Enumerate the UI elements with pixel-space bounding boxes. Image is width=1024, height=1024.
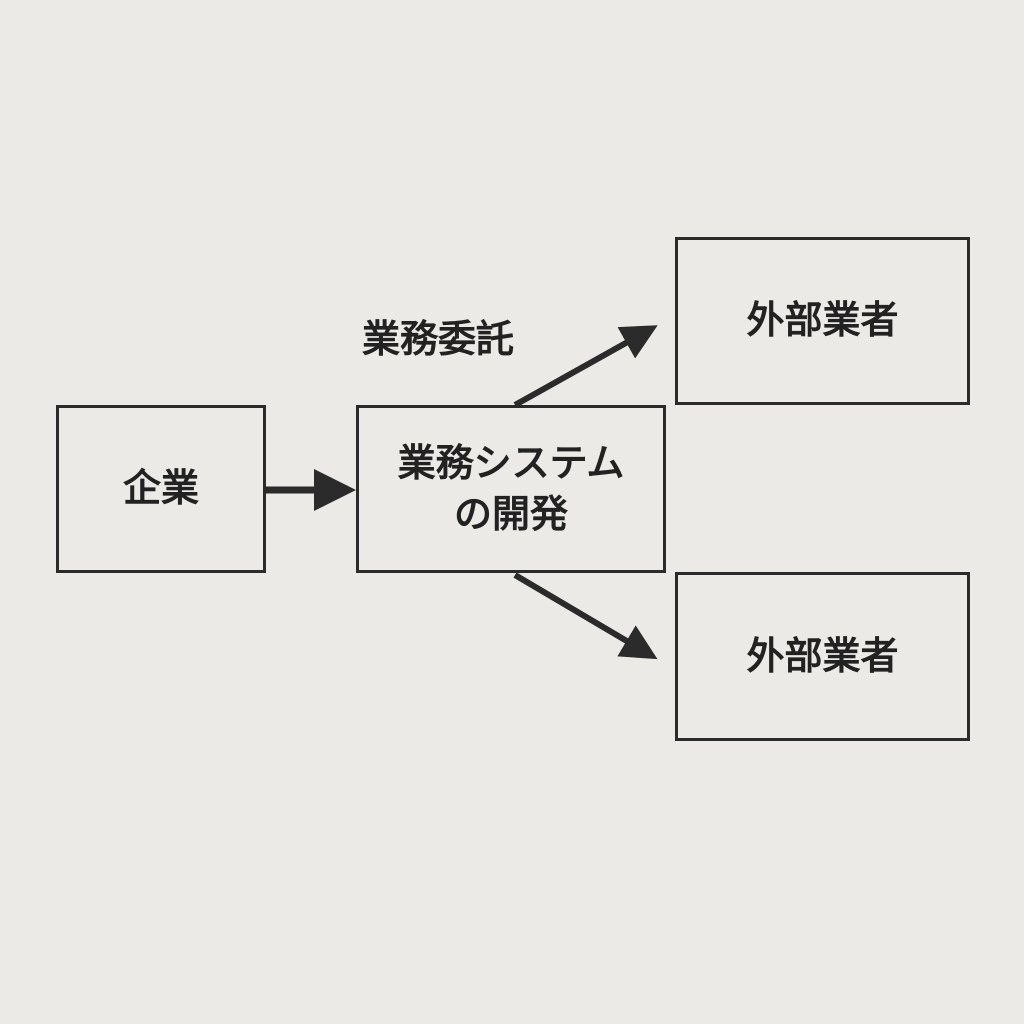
development-node: 業務システム の開発 bbox=[356, 405, 666, 573]
company-node: 企業 bbox=[56, 405, 266, 573]
company-label: 企業 bbox=[122, 466, 199, 511]
vendor-top-label: 外部業者 bbox=[746, 298, 899, 343]
development-label-line1: 業務システム bbox=[397, 440, 625, 485]
arrow-development-to-vendor-top bbox=[513, 325, 658, 408]
vendor-top-node: 外部業者 bbox=[675, 237, 970, 405]
arrow-development-to-vendor-bottom bbox=[513, 572, 658, 660]
outsourcing-label: 業務委託 bbox=[362, 317, 515, 361]
development-label-line2: の開発 bbox=[453, 492, 568, 536]
vendor-bottom-label: 外部業者 bbox=[746, 633, 899, 678]
vendor-bottom-node: 外部業者 bbox=[675, 572, 970, 741]
